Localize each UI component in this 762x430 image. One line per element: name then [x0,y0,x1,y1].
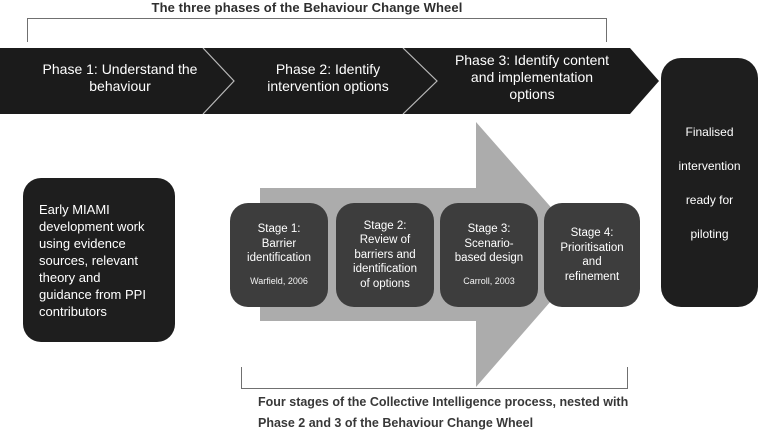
stage-4-line: Stage 4: [570,227,614,239]
phase-1-line: behaviour [89,77,151,94]
phase-arrow-banner [0,48,659,114]
stage-2-line: barriers and [354,248,416,261]
phase-3-line: options [509,86,555,102]
phase-3-line: Phase 3: Identify content [454,52,610,68]
phase-2-label: Phase 2: Identify intervention options [236,48,420,114]
stage-3-box: Stage 3: Scenario- based design Carroll,… [440,203,538,307]
box-line: Finalised [685,124,734,139]
phase-3-label: Phase 3: Identify content and implementa… [440,48,624,114]
bottom-bracket [241,367,628,389]
bottom-caption: Four stages of the Collective Intelligen… [258,392,678,430]
early-development-box: Early MIAMI development work using evide… [23,178,175,342]
stage-4-line: refinement [564,270,620,283]
box-line: sources, relevant [39,252,138,268]
stage-1-citation: Warfield, 2006 [250,275,308,286]
stage-3-line: Stage 3: [467,223,511,235]
phase-1-line: Phase 1: Understand the [42,60,198,77]
box-line: contributors [39,303,107,319]
phase-1-label: Phase 1: Understand the behaviour [14,48,226,114]
stage-2-box: Stage 2: Review of barriers and identifi… [336,203,434,307]
caption-line: Phase 2 and 3 of the Behaviour Change Wh… [258,415,534,430]
chevron-divider-icon [402,48,438,114]
stage-3-line: based design [454,252,524,264]
finalised-intervention-box: Finalised intervention ready for pilotin… [661,58,758,307]
top-bracket [27,18,607,42]
phase-3-line: and implementation [470,69,594,85]
box-line: development work [39,218,145,234]
stage-2-line: identification [353,263,417,276]
caption-line: Four stages of the Collective Intelligen… [258,395,629,409]
stage-2-line: of options [360,277,410,290]
banner-arrow-shape [0,48,659,114]
stage-4-box: Stage 4: Prioritisation and refinement [544,203,640,307]
stage-1-box: Stage 1: Barrier identification Warfield… [230,203,328,307]
box-line: intervention [678,158,741,173]
box-line: guidance from PPI [39,286,146,302]
box-line: piloting [690,226,729,241]
stage-1-line: Stage 1: [257,223,301,235]
diagram-title: The three phases of the Behaviour Change… [151,0,463,15]
stage-4-line: Prioritisation [560,241,624,254]
stage-2-line: Stage 2: [363,219,407,232]
stage-3-line: Scenario- [464,237,514,250]
stage-1-line: Barrier [261,237,297,250]
stage-2-line: Review of [359,234,411,247]
box-line: Early MIAMI [39,201,110,217]
phase-2-line: intervention options [267,77,389,94]
chevron-divider-icon [202,48,235,114]
box-line: using evidence [39,235,126,251]
stage-1-line: identification [247,252,311,264]
box-line: ready for [685,192,734,207]
phase-2-line: Phase 2: Identify [275,60,381,77]
stage-4-line: and [582,256,602,268]
stage-3-citation: Carroll, 2003 [463,275,515,286]
box-line: theory and [39,269,101,285]
